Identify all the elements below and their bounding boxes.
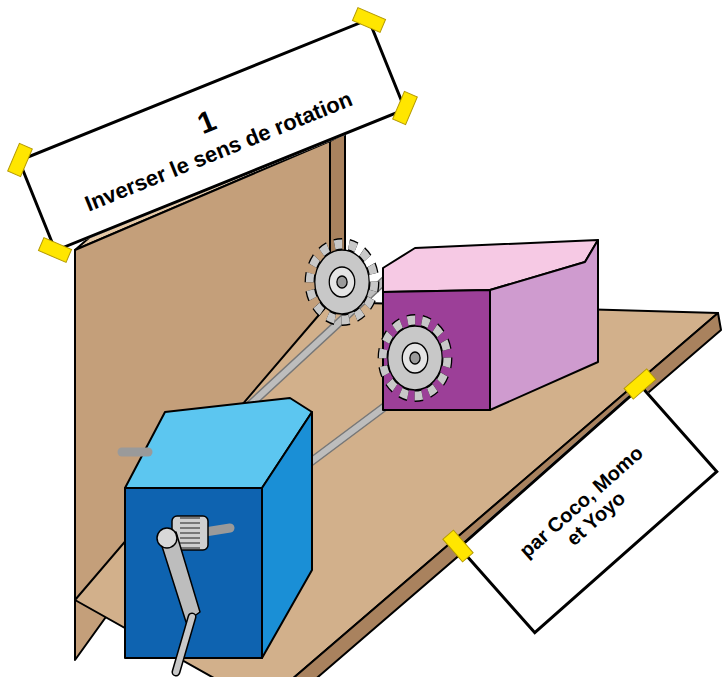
crank-handle bbox=[176, 617, 192, 672]
crank-splines bbox=[180, 517, 200, 549]
sign-text: par Coco, Momo et Yoyo bbox=[508, 435, 668, 584]
tape bbox=[8, 143, 33, 176]
base-top bbox=[75, 302, 718, 677]
gear-hub bbox=[402, 343, 428, 373]
pink-box bbox=[383, 240, 598, 410]
gear bbox=[383, 320, 448, 396]
crank-handle-outline bbox=[176, 617, 192, 672]
blue-box bbox=[125, 398, 312, 658]
crank-joint bbox=[157, 528, 177, 548]
paper-sign: par Coco, Momo et Yoyo bbox=[457, 384, 719, 635]
callout-number: 1 bbox=[193, 104, 221, 141]
crank bbox=[122, 452, 230, 672]
box-front bbox=[125, 488, 262, 658]
paper-sign: 1Inverser le sens de rotation bbox=[17, 17, 407, 252]
box-side bbox=[262, 412, 312, 658]
gear-body bbox=[388, 326, 442, 390]
shaft-stub bbox=[122, 448, 148, 457]
gear bbox=[310, 244, 375, 320]
gear-teeth-outline bbox=[383, 320, 448, 396]
tapes bbox=[8, 8, 656, 562]
sign-text: Inverser le sens de rotation bbox=[82, 87, 356, 217]
gear-hub bbox=[329, 267, 355, 297]
gear-axle bbox=[337, 276, 347, 288]
tape bbox=[443, 530, 473, 562]
box-side bbox=[490, 240, 598, 410]
tape bbox=[38, 238, 71, 263]
tape bbox=[393, 91, 418, 124]
gear-teeth bbox=[310, 244, 375, 320]
gear-teeth-outline bbox=[310, 244, 375, 320]
tape bbox=[352, 8, 385, 33]
tape bbox=[624, 369, 656, 399]
gear-body bbox=[315, 250, 369, 314]
board bbox=[75, 133, 721, 677]
gear-axle bbox=[410, 352, 420, 364]
gear-teeth bbox=[383, 320, 448, 396]
box-front bbox=[383, 290, 490, 410]
